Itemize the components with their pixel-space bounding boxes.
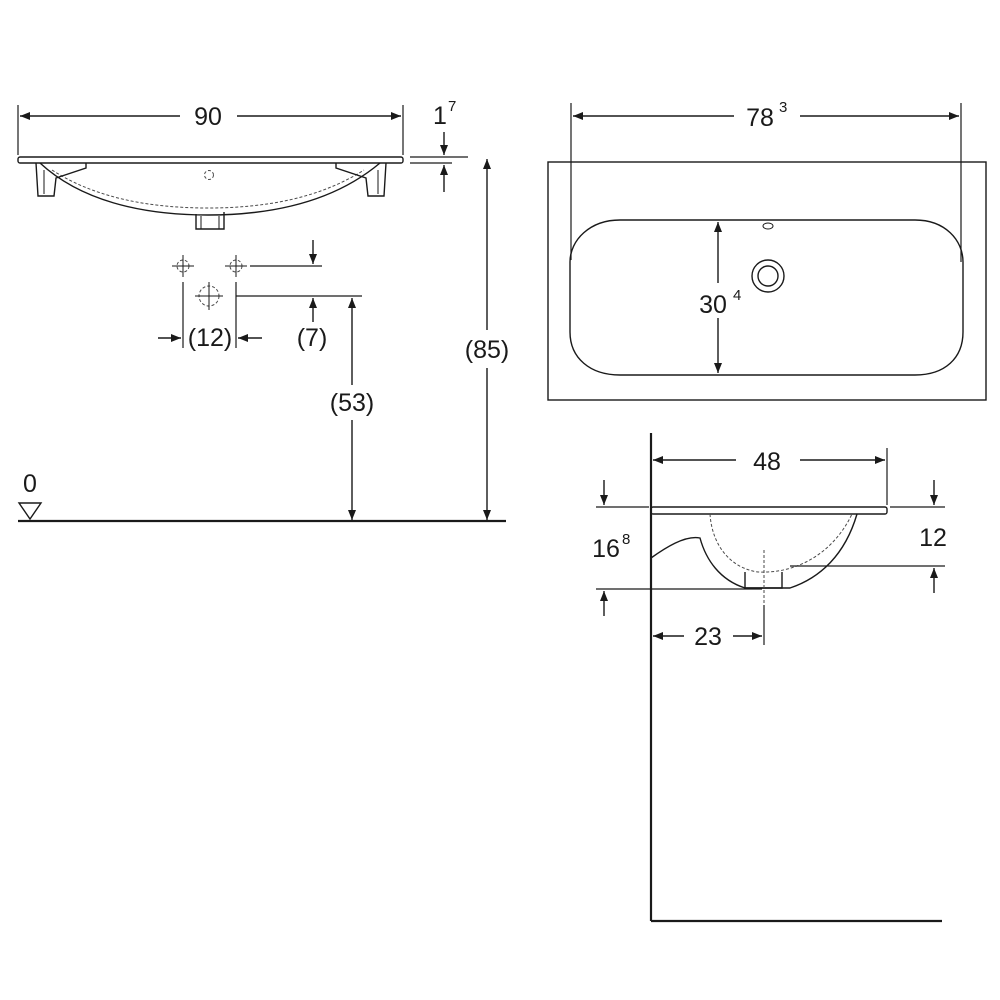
tap-offset-label: (7): [297, 324, 328, 352]
front-view: 90 1 7 (85) (53) (7): [17, 98, 509, 523]
rim-thickness-sup: 7: [448, 98, 456, 115]
dim-depth-48: 48: [653, 448, 888, 505]
wall: [649, 433, 942, 923]
rim-thickness-label: 1: [433, 102, 447, 130]
dim-tap-offset: (7): [250, 240, 327, 352]
total-height-label: (85): [465, 336, 509, 364]
tap-symbol-right: [225, 255, 247, 277]
top-drain: [751, 259, 785, 293]
dim-rim-thickness: 1 7: [410, 98, 468, 192]
dim-bowl-width: 78 3: [570, 99, 962, 262]
tap-spacing-label: (12): [188, 324, 232, 352]
dim-tap-spacing: (12): [158, 282, 262, 352]
top-bowl: [569, 219, 964, 376]
dim-bowl-height: 16 8: [592, 480, 762, 616]
front-basin-outline: [17, 156, 404, 230]
bowl-depth-sup: 4: [733, 287, 741, 304]
bowl-width-sup: 3: [779, 99, 787, 116]
side-view: 48 16 8 12 23: [592, 433, 947, 923]
floor-level-label: 0: [23, 470, 37, 498]
tap-symbol-left: [172, 255, 194, 277]
width-label: 90: [194, 103, 222, 131]
tap-hole-symbols: [172, 255, 247, 310]
top-view: 78 3 30 4: [547, 99, 987, 401]
outlet-height-label: (53): [330, 389, 374, 417]
bowl-height-label: 16: [592, 535, 620, 563]
dim-rim-to-outlet: 12: [790, 480, 947, 593]
dim-bowl-depth: 30 4: [699, 222, 741, 373]
side-basin-outline: [650, 506, 888, 605]
outlet-symbol: [195, 282, 223, 310]
top-outline: [547, 161, 987, 401]
dim-outlet-height: (53): [236, 295, 374, 520]
depth-label: 48: [753, 448, 781, 476]
floor-level: 0: [17, 470, 506, 523]
bowl-width-label: 78: [746, 104, 774, 132]
bowl-height-sup: 8: [622, 531, 630, 548]
dim-total-height: (85): [465, 159, 509, 520]
rim-to-outlet-label: 12: [919, 524, 947, 552]
dim-width-90: 90: [17, 103, 404, 155]
bowl-depth-label: 30: [699, 291, 727, 319]
dim-wall-to-outlet: 23: [653, 605, 765, 651]
wall-to-outlet-label: 23: [694, 623, 722, 651]
top-overflow: [762, 222, 774, 230]
